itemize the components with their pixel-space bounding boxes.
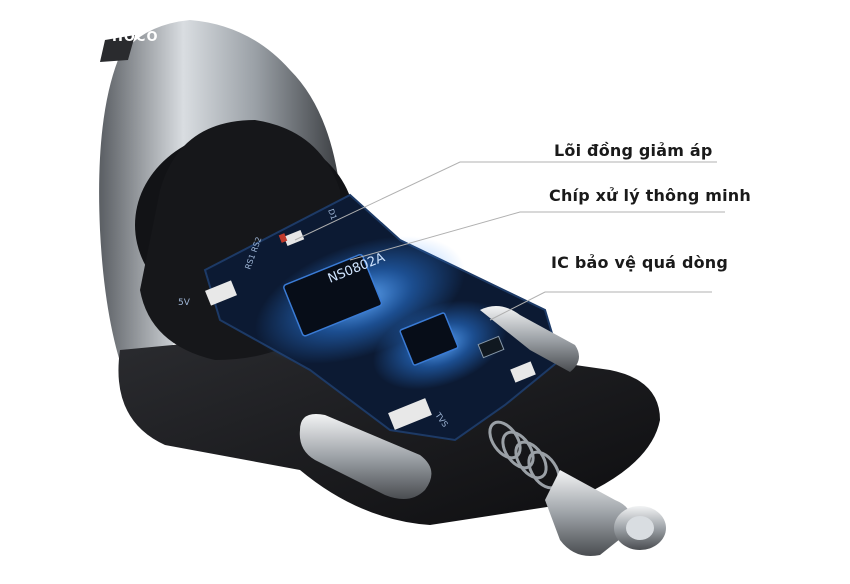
silk-d1: D1 — [326, 208, 338, 222]
callout-overcurrent-ic: IC bảo vệ quá dòng — [551, 253, 729, 272]
callout-copper-core: Lõi đồng giảm áp — [554, 141, 713, 160]
leader-core — [294, 161, 717, 241]
leader-chip — [349, 211, 725, 261]
callout-leader-lines — [294, 161, 725, 321]
leader-ic — [489, 291, 712, 321]
brand-watermark: HOCO — [112, 30, 159, 45]
silk-5v: 5V — [178, 298, 191, 308]
spring-and-pin — [488, 420, 666, 556]
side-contacts — [299, 306, 579, 499]
circuit-board: NS0802A 5V RS1 RS2 D1 TVS — [178, 193, 562, 442]
callout-smart-chip: Chíp xử lý thông minh — [549, 186, 751, 205]
